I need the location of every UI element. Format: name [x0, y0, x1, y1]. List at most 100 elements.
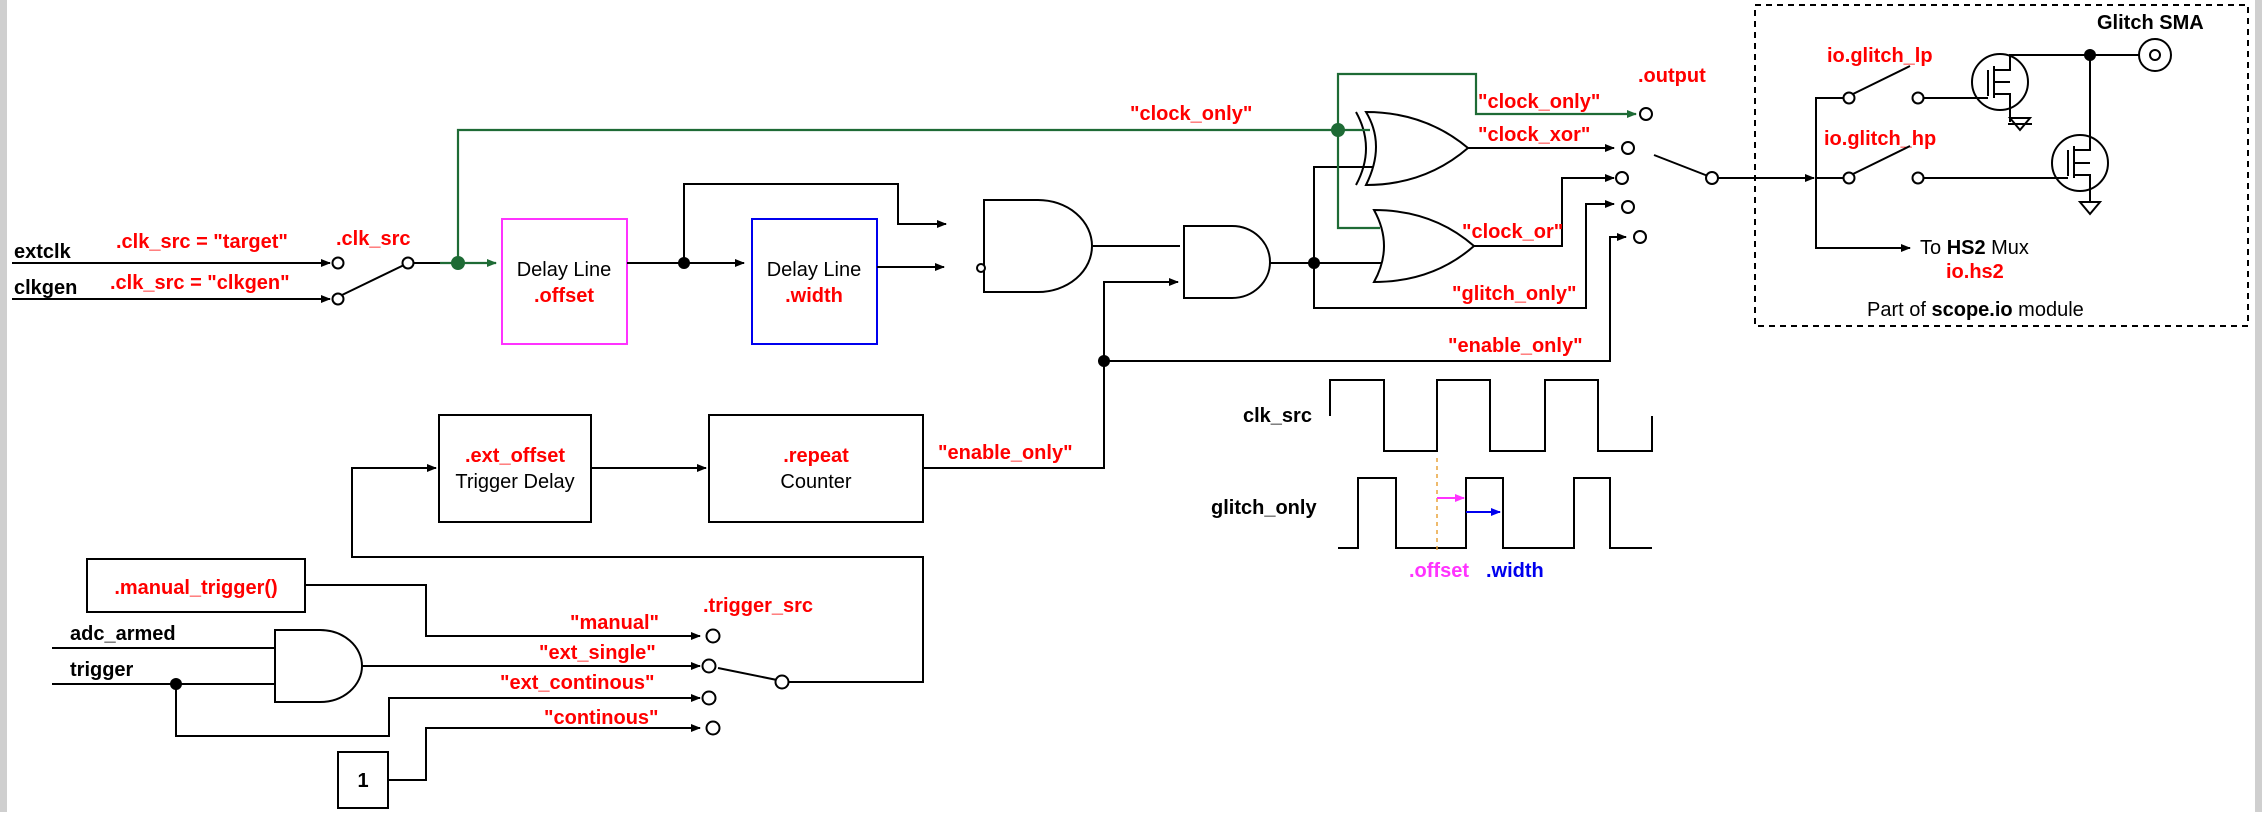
clk-src-waveform	[1329, 379, 1653, 452]
clock-only-out-label: "clock_only"	[1478, 91, 1600, 113]
clk-src-label: .clk_src	[336, 228, 411, 250]
trigger-label: trigger	[70, 659, 134, 681]
lp-drain-wire	[1994, 54, 2090, 71]
glitch-only-wire	[1313, 200, 1615, 309]
trigger-src-common-port	[774, 674, 790, 690]
glitch-sma-connector-center	[2149, 49, 2161, 61]
trigger-port-continous	[705, 720, 721, 736]
trigger-counter-section: .ext_offset Trigger Delay .repeat Counte…	[351, 361, 1105, 683]
clock-green-junction	[1331, 123, 1345, 137]
manual-trigger-box[interactable]	[86, 558, 306, 613]
io-glitch-lp-switch[interactable]	[1852, 65, 1911, 95]
manual-label: "manual"	[570, 612, 659, 634]
or-out-wire	[1474, 174, 1615, 247]
counter-label: Counter	[780, 471, 851, 493]
trigger-src-switch[interactable]	[717, 667, 778, 681]
and-gate-trigger	[274, 629, 363, 703]
hs2-branch-wire	[1815, 178, 1911, 252]
sma-junction-dot	[2084, 49, 2096, 61]
enable-only-wire	[1104, 233, 1627, 362]
hp-mosfet	[1924, 55, 2109, 216]
logic-gates	[976, 72, 1637, 367]
clk-src-target-label: .clk_src = "target"	[116, 231, 288, 253]
clock-xor-label: "clock_xor"	[1478, 124, 1590, 146]
clock-only-green-bus	[456, 128, 1338, 263]
width-wave-label: .width	[1486, 560, 1544, 582]
io-glitch-lp-label: io.glitch_lp	[1827, 45, 1933, 67]
counter-to-enable-wire	[923, 361, 1105, 469]
repeat-label: .repeat	[783, 445, 849, 467]
glitch-sma-label: Glitch SMA	[2097, 12, 2204, 34]
ext-single-label: "ext_single"	[539, 642, 656, 664]
ext-offset-label: .ext_offset	[465, 445, 565, 467]
hp-ground-symbol	[2077, 201, 2103, 216]
and-gate-1	[983, 199, 1093, 293]
delay-line-offset-box[interactable]	[501, 218, 628, 345]
clkgen-label: clkgen	[14, 277, 77, 299]
output-port-enable-only	[1633, 230, 1647, 244]
lp-switch-out-port	[1911, 91, 1925, 105]
trigger-port-ext-single	[701, 658, 717, 674]
clk-src-common-port	[401, 256, 415, 270]
glitch-only-wave-label: glitch_only	[1211, 497, 1317, 519]
clock-only-green-label: "clock_only"	[1130, 103, 1252, 125]
adc-armed-label: adc_armed	[70, 623, 176, 645]
hp-drain-wire	[2074, 55, 2091, 151]
output-port-clock-or	[1615, 171, 1629, 185]
io-glitch-hp-switch[interactable]	[1852, 145, 1911, 175]
clock-to-or-wire	[1336, 130, 1380, 230]
trigger-to-ext-continous-wire	[175, 684, 701, 737]
output-port-clock-only	[1639, 107, 1653, 121]
continous-label: "continous"	[544, 707, 659, 729]
waveform-section: clk_src glitch_only .offset .width	[1211, 379, 1653, 582]
io-hs2-label: io.hs2	[1946, 261, 2004, 283]
output-common-port	[1705, 171, 1719, 185]
delay1-to-and-wire	[683, 183, 947, 263]
hp-source-wire	[2074, 174, 2091, 202]
clk-src-wave-label: clk_src	[1243, 405, 1312, 427]
clock-source-section: extclk clkgen .clk_src = "target" .clk_s…	[12, 103, 1338, 306]
glitch-to-xor-wire	[1313, 166, 1378, 263]
delay-line-offset-title: Delay Line	[517, 259, 612, 281]
delay-line-width-param: .width	[785, 285, 843, 307]
hp-switch-in-port	[1842, 171, 1856, 185]
and-gate-2	[1183, 225, 1271, 299]
delay-line-width-title: Delay Line	[767, 259, 862, 281]
clk-src-clkgen-label: .clk_src = "clkgen"	[110, 272, 290, 294]
delay-line-width-box[interactable]	[751, 218, 878, 345]
io-glitch-hp-label: io.glitch_hp	[1824, 128, 1936, 150]
manual-trigger-wire	[305, 584, 701, 640]
and-gate-1-inverter	[976, 263, 986, 273]
trigger-src-to-delay-wire	[351, 464, 924, 683]
counter-box[interactable]	[708, 414, 924, 523]
glitch-only-waveform	[1338, 477, 1652, 549]
constant-one-label: 1	[357, 770, 368, 792]
lp-switch-in-port	[1842, 91, 1856, 105]
scope-io-module: Glitch SMA io.glitch_lp io.glitch_hp	[1754, 4, 2249, 327]
output-port-clock-xor	[1621, 141, 1635, 155]
output-switch[interactable]	[1653, 154, 1709, 177]
xor-gate	[1364, 110, 1470, 187]
trigger-src-label: .trigger_src	[703, 595, 813, 617]
clk-src-port-clkgen	[331, 292, 345, 306]
manual-trigger-label: .manual_trigger()	[114, 577, 277, 599]
delay-line-offset-param: .offset	[534, 285, 594, 307]
trigger-delay-label: Trigger Delay	[455, 471, 574, 493]
trigger-port-ext-continous	[701, 690, 717, 706]
output-label: .output	[1638, 65, 1706, 87]
enable-to-and2-wire	[1103, 278, 1179, 361]
enable-only-out-label: "enable_only"	[1448, 335, 1583, 357]
scope-io-module-box	[1754, 4, 2249, 327]
trigger-source-section: .manual_trigger() adc_armed trigger 1 "m…	[52, 558, 813, 809]
lp-branch-wire	[1815, 97, 1843, 178]
ext-continous-label: "ext_continous"	[500, 672, 655, 694]
clk-src-switch[interactable]	[341, 264, 405, 296]
glitch-sma-connector	[2138, 38, 2172, 72]
offset-wave-label: .offset	[1409, 560, 1469, 582]
output-port-glitch-only	[1621, 200, 1635, 214]
xor-gate-extra-arc	[1355, 111, 1367, 186]
part-of-scope-io-label: Part of scope.io module	[1867, 299, 2084, 321]
trigger-delay-box[interactable]	[438, 414, 592, 523]
